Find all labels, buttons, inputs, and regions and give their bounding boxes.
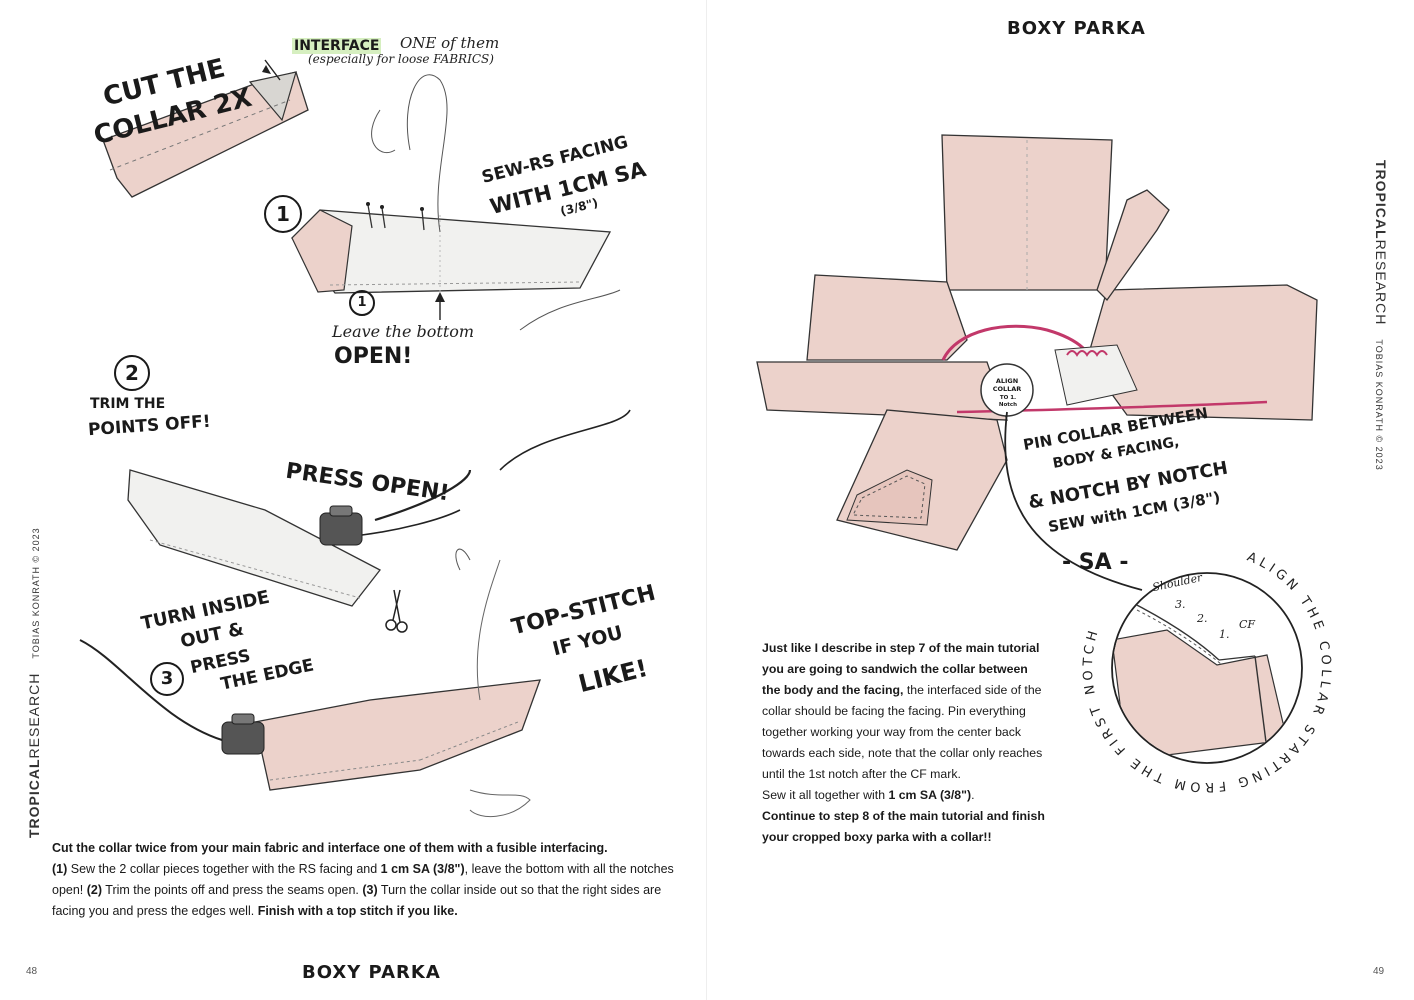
to-1-notch-label: TO 1. Notch [998,395,1018,408]
one-of-them-label: ONE of them [400,34,500,52]
step-3-marker: 3 [150,662,184,696]
notch-2-label: 2. [1197,612,1208,625]
step-2-number: 2 [125,361,139,385]
step-1-text-b: , leave the bottom with all the notches … [52,862,674,897]
step-1-label: (1) [52,862,68,876]
align-collar-label: ALIGN COLLAR [992,377,1022,393]
finish-sentence: Finish with a top stitch if you like. [257,904,458,918]
sa-bold-text: 1 cm SA (3/8") [888,788,972,802]
step-3-number: 3 [160,668,174,689]
leave-the-bottom-label: Leave the bottom [332,322,475,341]
step-2-text: Trim the points off and press the seams … [102,883,363,897]
interface-highlight: INTERFACE [292,38,382,54]
cf-label: CF [1239,618,1256,631]
notch-1-label: 1. [1219,628,1230,641]
sew-together-text: Sew it all together with [762,788,889,802]
interfaced-side-text: the interfaced side of the collar should… [762,683,1043,781]
bottom-marker-number: 1 [357,295,367,310]
step-2-marker: 2 [114,355,150,391]
bottom-marker: 1 [349,290,375,316]
svg-text:ALIGN THE COLLAR STARTING FROM: ALIGN THE COLLAR STARTING FROM THE FIRST… [1045,506,1368,829]
right-page-number: 49 [1373,966,1385,977]
right-header-title: BOXY PARKA [1007,18,1146,39]
step-1-marker: 1 [264,195,302,233]
right-page: BOXY PARKA TROPICALRESEARCHTOBIAS KONRAT… [707,0,1414,1000]
left-page: TROPICALRESEARCHTOBIAS KONRATH © 2023 [26,34,692,983]
open-label: OPEN! [334,344,413,369]
step-1-text-a: Sew the 2 collar pieces together with th… [67,862,381,876]
especially-label: (especially for loose FABRICS) [308,52,494,66]
step-2-label: (2) [86,883,103,897]
step-3-label: (3) [362,883,378,897]
step-3-text: Turn the collar inside out so that the r… [52,883,662,918]
circular-text: ALIGN THE COLLAR STARTING FROM THE FIRST… [1045,506,1368,829]
interface-label: INTERFACE [292,38,382,54]
sandwich-sentence: Just like I describe in step 7 of the ma… [762,641,1040,697]
left-page-number: 48 [26,966,38,977]
step-1-bold: 1 cm SA (3/8") [380,862,465,876]
right-body-text: Just like I describe in step 7 of the ma… [762,638,1047,848]
circular-instruction: ALIGN THE COLLAR STARTING FROM THE FIRST… [1045,506,1368,829]
cut-collar-illustration [79,59,631,818]
trim-the-label: TRIM THE [90,396,166,412]
left-body-text: Cut the collar twice from your main fabr… [52,838,692,922]
sew-together-end: . [971,788,975,802]
left-footer-title: BOXY PARKA [302,962,441,983]
notch-3-label: 3. [1175,598,1186,611]
page-gutter [706,0,707,1000]
parka-collar-illustration [756,134,1318,764]
sa-label: - SA - [1062,550,1129,575]
step-1-number: 1 [276,202,290,226]
continue-sentence: Continue to step 8 of the main tutorial … [762,809,1045,844]
intro-sentence: Cut the collar twice from your main fabr… [52,841,608,855]
